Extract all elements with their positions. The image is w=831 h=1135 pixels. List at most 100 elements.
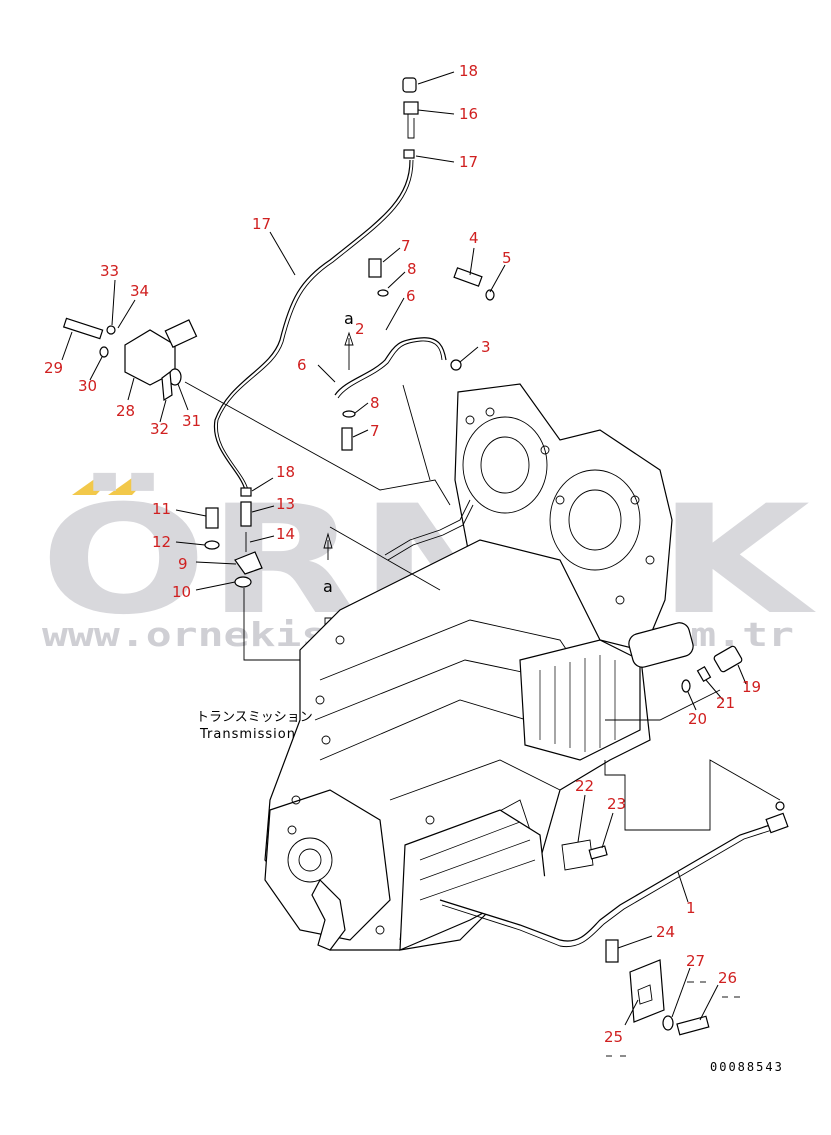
part-17-clip-bottom	[240, 487, 252, 497]
callout-2: 2	[355, 320, 365, 338]
solenoid	[628, 622, 694, 668]
transmission-body	[264, 383, 694, 951]
part-1-pipe	[439, 824, 771, 942]
part-15-bracket	[403, 101, 419, 115]
part-8-washer-bottom	[342, 410, 356, 418]
callout-4: 4	[469, 229, 479, 247]
callout-8-bottom: 8	[370, 394, 380, 412]
housing-bore-upper	[462, 416, 548, 514]
part-9-bracket	[234, 551, 263, 575]
part-25-bracket	[629, 959, 665, 1023]
part-16-harness	[213, 159, 411, 491]
block-assembly	[62, 317, 198, 402]
document-number: 00088543	[710, 1060, 784, 1074]
housing-bore-lower-inner	[568, 489, 622, 551]
callout-18: 18	[459, 62, 478, 80]
callout-15: 16	[459, 105, 478, 123]
pipe-assembly: a	[334, 258, 495, 451]
callout-20: 20	[688, 710, 707, 728]
arrow-a-mid	[323, 532, 333, 560]
front-cover	[264, 789, 391, 941]
transmission-label-en: Transmission	[199, 727, 296, 742]
callout-14: 14	[276, 525, 295, 543]
leader-lines	[61, 71, 747, 1026]
bolt-heads	[287, 407, 655, 935]
part-8-washer-top	[377, 289, 389, 297]
callout-12: 12	[152, 533, 171, 551]
callout-30: 30	[78, 377, 97, 395]
part-23-bolt	[588, 845, 608, 860]
elbow-pipe	[311, 879, 346, 951]
callout-27: 27	[686, 952, 705, 970]
part-24-clip	[605, 939, 619, 963]
front-cover-flange	[287, 837, 333, 883]
housing-bore-upper-inner	[480, 436, 530, 494]
callout-10: 10	[172, 583, 191, 601]
callout-19: 19	[742, 678, 761, 696]
callout-21: 21	[716, 694, 735, 712]
part-11-bolt	[205, 507, 219, 529]
callout-29: 29	[44, 359, 63, 377]
part-6-tube	[334, 337, 447, 396]
part-21-spacer	[696, 665, 712, 683]
part-18-cap	[402, 77, 417, 93]
callout-34: 34	[130, 282, 149, 300]
top-pipe	[384, 499, 471, 556]
part-27-washer	[662, 1015, 674, 1031]
harness-assembly	[213, 77, 419, 497]
callout-17-mid: 18	[276, 463, 295, 481]
callout-28: 28	[116, 402, 135, 420]
transmission-label-jp: トランスミッション	[196, 710, 313, 725]
callout-1: 1	[686, 899, 696, 917]
callout-24: 24	[656, 923, 675, 941]
part-7-bolt-top	[368, 258, 382, 278]
part-26-bolt	[676, 1015, 710, 1036]
callout-5: 5	[502, 249, 512, 267]
part-7-bolt-bottom	[341, 427, 353, 451]
callout-6-left: 6	[297, 356, 307, 374]
part-12-washer	[204, 540, 220, 550]
arrow-a-top-label: a	[344, 309, 354, 328]
lower-pipe-assembly	[439, 759, 789, 1036]
callout-8-top: 8	[407, 260, 417, 278]
part-30-washer	[99, 346, 109, 358]
callout-9: 9	[178, 555, 188, 573]
watermark-accent-left	[72, 478, 112, 495]
part-29-bolt	[62, 317, 104, 340]
part-17-clip-top	[403, 149, 415, 159]
callout-11: 11	[152, 500, 171, 518]
callout-13: 13	[276, 495, 295, 513]
part-22-label	[561, 839, 594, 871]
part-32-plate	[161, 370, 173, 402]
filter-parts	[681, 645, 743, 693]
part-13-sensor	[240, 501, 252, 527]
callout-31: 31	[182, 412, 201, 430]
reference-lines	[184, 381, 721, 721]
callout-numbers: 18 16 17 17 4 7 5 8 6 2 3 6 8 7 33 34 29…	[44, 62, 761, 1046]
part-19-adapter	[713, 645, 743, 673]
callout-17-top: 17	[459, 153, 478, 171]
part-1-fitting	[765, 812, 789, 834]
callout-25: 25	[604, 1028, 623, 1046]
callout-22: 22	[575, 777, 594, 795]
arrow-a-mid-label: a	[323, 577, 333, 596]
dash-marks	[606, 981, 740, 1057]
callout-23: 23	[607, 795, 626, 813]
part-4-bolt	[453, 267, 483, 287]
callout-32: 32	[150, 420, 169, 438]
part-20-oring	[681, 679, 691, 693]
callout-7-bottom: 7	[370, 422, 380, 440]
callout-3: 3	[481, 338, 491, 356]
part-5-washer	[485, 289, 495, 301]
callout-6-right: 6	[406, 287, 416, 305]
callout-33: 33	[100, 262, 119, 280]
part-10-oring	[234, 576, 252, 588]
part-3-oring	[450, 359, 462, 371]
front-cover-flange-inner	[298, 848, 322, 872]
callout-7-top: 7	[401, 237, 411, 255]
part-28-nipple	[164, 319, 198, 349]
part-33-nut	[106, 325, 116, 335]
callout-16: 17	[252, 215, 271, 233]
control-valve	[519, 639, 641, 761]
